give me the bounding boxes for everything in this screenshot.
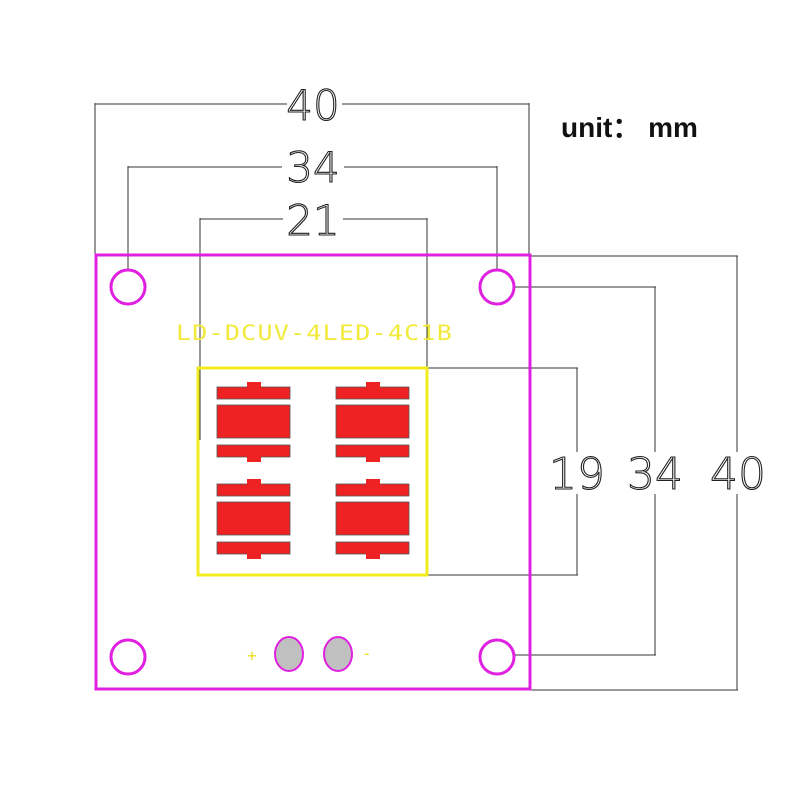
mounting-hole-icon: [109, 638, 147, 676]
led-chip-icon: [335, 382, 410, 462]
mounting-hole-icon: [109, 268, 147, 306]
emitter-outline: [196, 366, 429, 577]
dim-width-outer: 40: [286, 81, 339, 130]
mounting-hole-icon: [478, 268, 516, 306]
dim-height-outer: 40: [710, 449, 766, 500]
solder-pad-icon: [323, 636, 353, 672]
mounting-hole-icon: [478, 638, 516, 676]
led-chip-icon: [216, 479, 291, 559]
led-chip-icon: [335, 479, 410, 559]
solder-pad-icon: [274, 636, 304, 672]
pcb-label: LD-DCUV-4LED-4C1B: [176, 321, 453, 345]
unit-label: unit： mm: [561, 112, 698, 143]
dim-width-holes: 34: [286, 143, 339, 192]
polarity-plus: +: [247, 646, 257, 665]
dim-width-emitter: 21: [286, 196, 339, 245]
dim-height-holes: 34: [627, 449, 683, 500]
dim-height-emitter: 19: [549, 449, 605, 500]
polarity-minus: -: [362, 644, 372, 663]
board-outline: [94, 253, 532, 691]
led-chip-icon: [216, 382, 291, 462]
